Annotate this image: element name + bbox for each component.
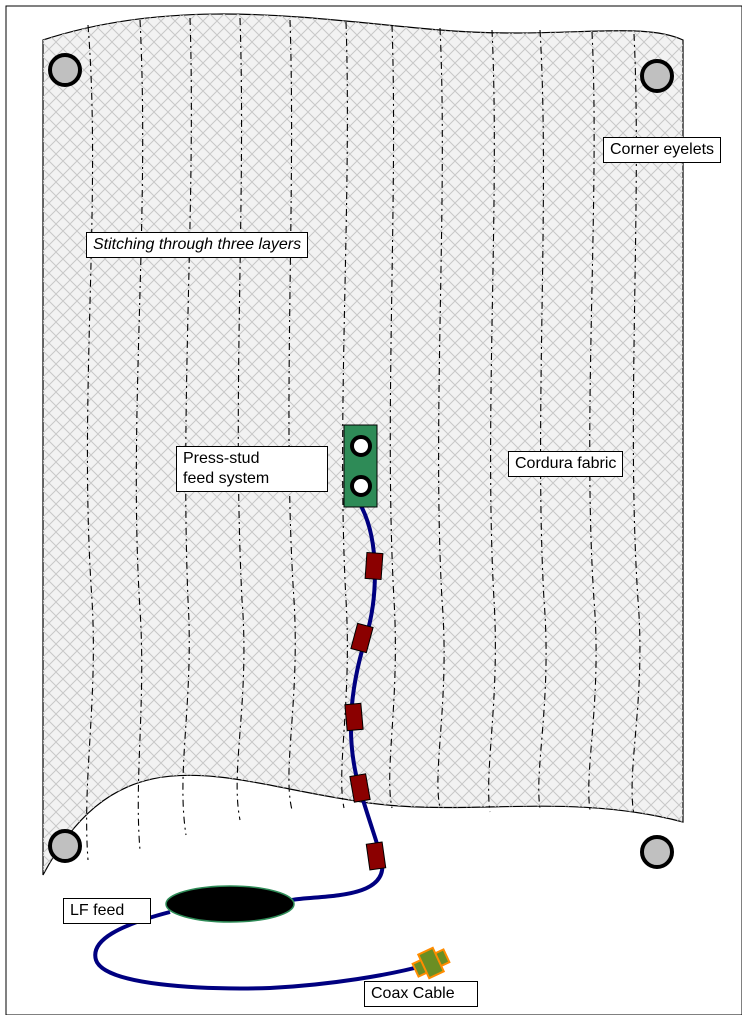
- eyelet-icon: [48, 829, 82, 863]
- stitch-line: [341, 21, 348, 809]
- ferrite-bead-icon: [350, 622, 374, 654]
- lf-feed-label: LF feed: [63, 898, 151, 924]
- eyelet-icon: [48, 53, 82, 87]
- corner-eyelets-label: Corner eyelets: [603, 137, 722, 163]
- stitch-line: [488, 29, 496, 813]
- stitching-lines: [86, 17, 641, 861]
- press-stud-icon: [350, 435, 372, 457]
- press-stud-feed-label: Press-stud feed system: [176, 446, 328, 492]
- stitch-line: [437, 27, 445, 809]
- eyelet-icon: [640, 835, 674, 869]
- lf-feed-body: [165, 885, 295, 923]
- ferrite-bead-icon: [365, 841, 387, 871]
- stitch-line: [588, 31, 597, 811]
- stitch-line: [135, 19, 144, 851]
- coax-connector-icon: [411, 946, 451, 980]
- stitch-line: [389, 24, 396, 809]
- stitch-line: [182, 17, 192, 836]
- ferrite-bead-icon: [349, 773, 371, 803]
- press-stud-feed-block: [343, 424, 378, 508]
- stitching-label: Stitching through three layers: [86, 232, 309, 258]
- cordura-fabric-label: Cordura fabric: [508, 451, 624, 477]
- stitch-line: [236, 17, 245, 821]
- coax-cable-label: Coax Cable: [364, 981, 478, 1007]
- cable-beads: [344, 551, 387, 871]
- outer-border: [5, 5, 742, 1015]
- corner-eyelets: [48, 53, 674, 869]
- press-stud-icon: [350, 475, 372, 497]
- coax-cable-lower-line: [93, 910, 427, 991]
- ferrite-bead-icon: [344, 702, 364, 732]
- stitch-line: [538, 29, 547, 809]
- ferrite-bead-icon: [364, 551, 384, 581]
- stitch-line: [631, 33, 641, 816]
- eyelet-icon: [640, 59, 674, 93]
